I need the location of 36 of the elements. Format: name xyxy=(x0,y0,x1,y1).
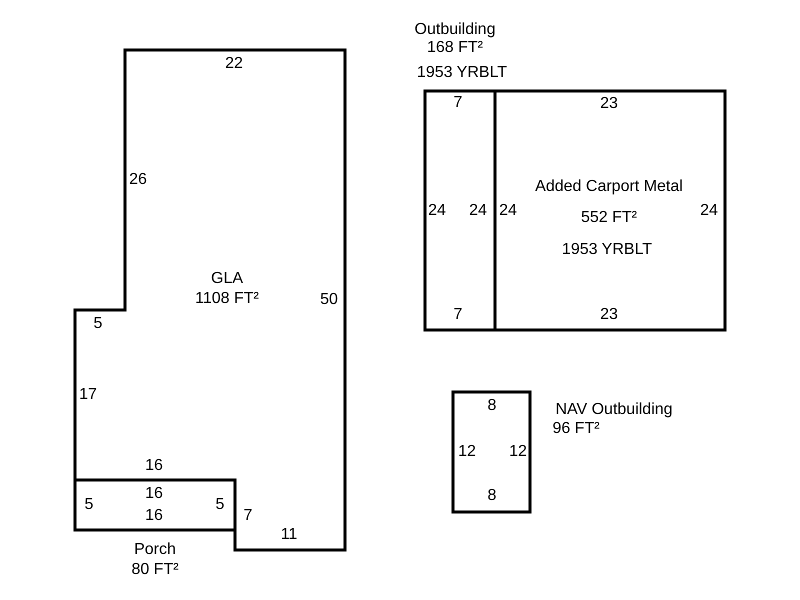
dimension-label: 23 xyxy=(600,306,618,324)
area-label: 1953 YRBLT xyxy=(416,64,508,82)
dimension-label: 7 xyxy=(454,306,462,324)
dimension-label: 5 xyxy=(216,496,224,514)
area-label: 80 FT² xyxy=(131,561,179,579)
dimension-label: 12 xyxy=(509,443,527,461)
area-name: Added Carport Metal xyxy=(535,178,683,196)
dimension-label: 24 xyxy=(499,202,517,220)
dimension-label: 50 xyxy=(320,291,338,309)
dimension-label: 16 xyxy=(145,457,163,475)
dimension-label: 26 xyxy=(129,171,147,189)
dimension-label: 11 xyxy=(280,526,298,544)
dimension-label: 7 xyxy=(454,94,462,112)
area-label: 96 FT² xyxy=(552,420,600,438)
area-label: 1108 FT² xyxy=(195,290,259,308)
dimension-label: 24 xyxy=(428,202,446,220)
dimension-label: 17 xyxy=(79,386,97,404)
dimension-label: 12 xyxy=(458,443,476,461)
dimension-label: 8 xyxy=(488,487,496,505)
dimension-label: 24 xyxy=(700,202,718,220)
dimension-label: 5 xyxy=(94,315,102,333)
dimension-label: 24 xyxy=(469,202,487,220)
dimension-label: 23 xyxy=(600,95,618,113)
dimension-label: 7 xyxy=(244,507,252,525)
dimension-label: 22 xyxy=(225,55,243,73)
area-name: Outbuilding xyxy=(414,21,496,39)
dimension-label: 16 xyxy=(145,485,163,503)
area-label: 552 FT² xyxy=(581,209,637,227)
area-label: 168 FT² xyxy=(427,39,483,57)
area-name: NAV Outbuilding xyxy=(555,401,673,419)
area-name: Porch xyxy=(134,541,176,559)
dimension-label: 16 xyxy=(145,507,163,525)
dimension-label: 5 xyxy=(84,496,94,514)
area-label: 1953 YRBLT xyxy=(562,241,652,259)
dimension-label: 8 xyxy=(488,397,496,415)
area-name: GLA xyxy=(211,270,243,288)
